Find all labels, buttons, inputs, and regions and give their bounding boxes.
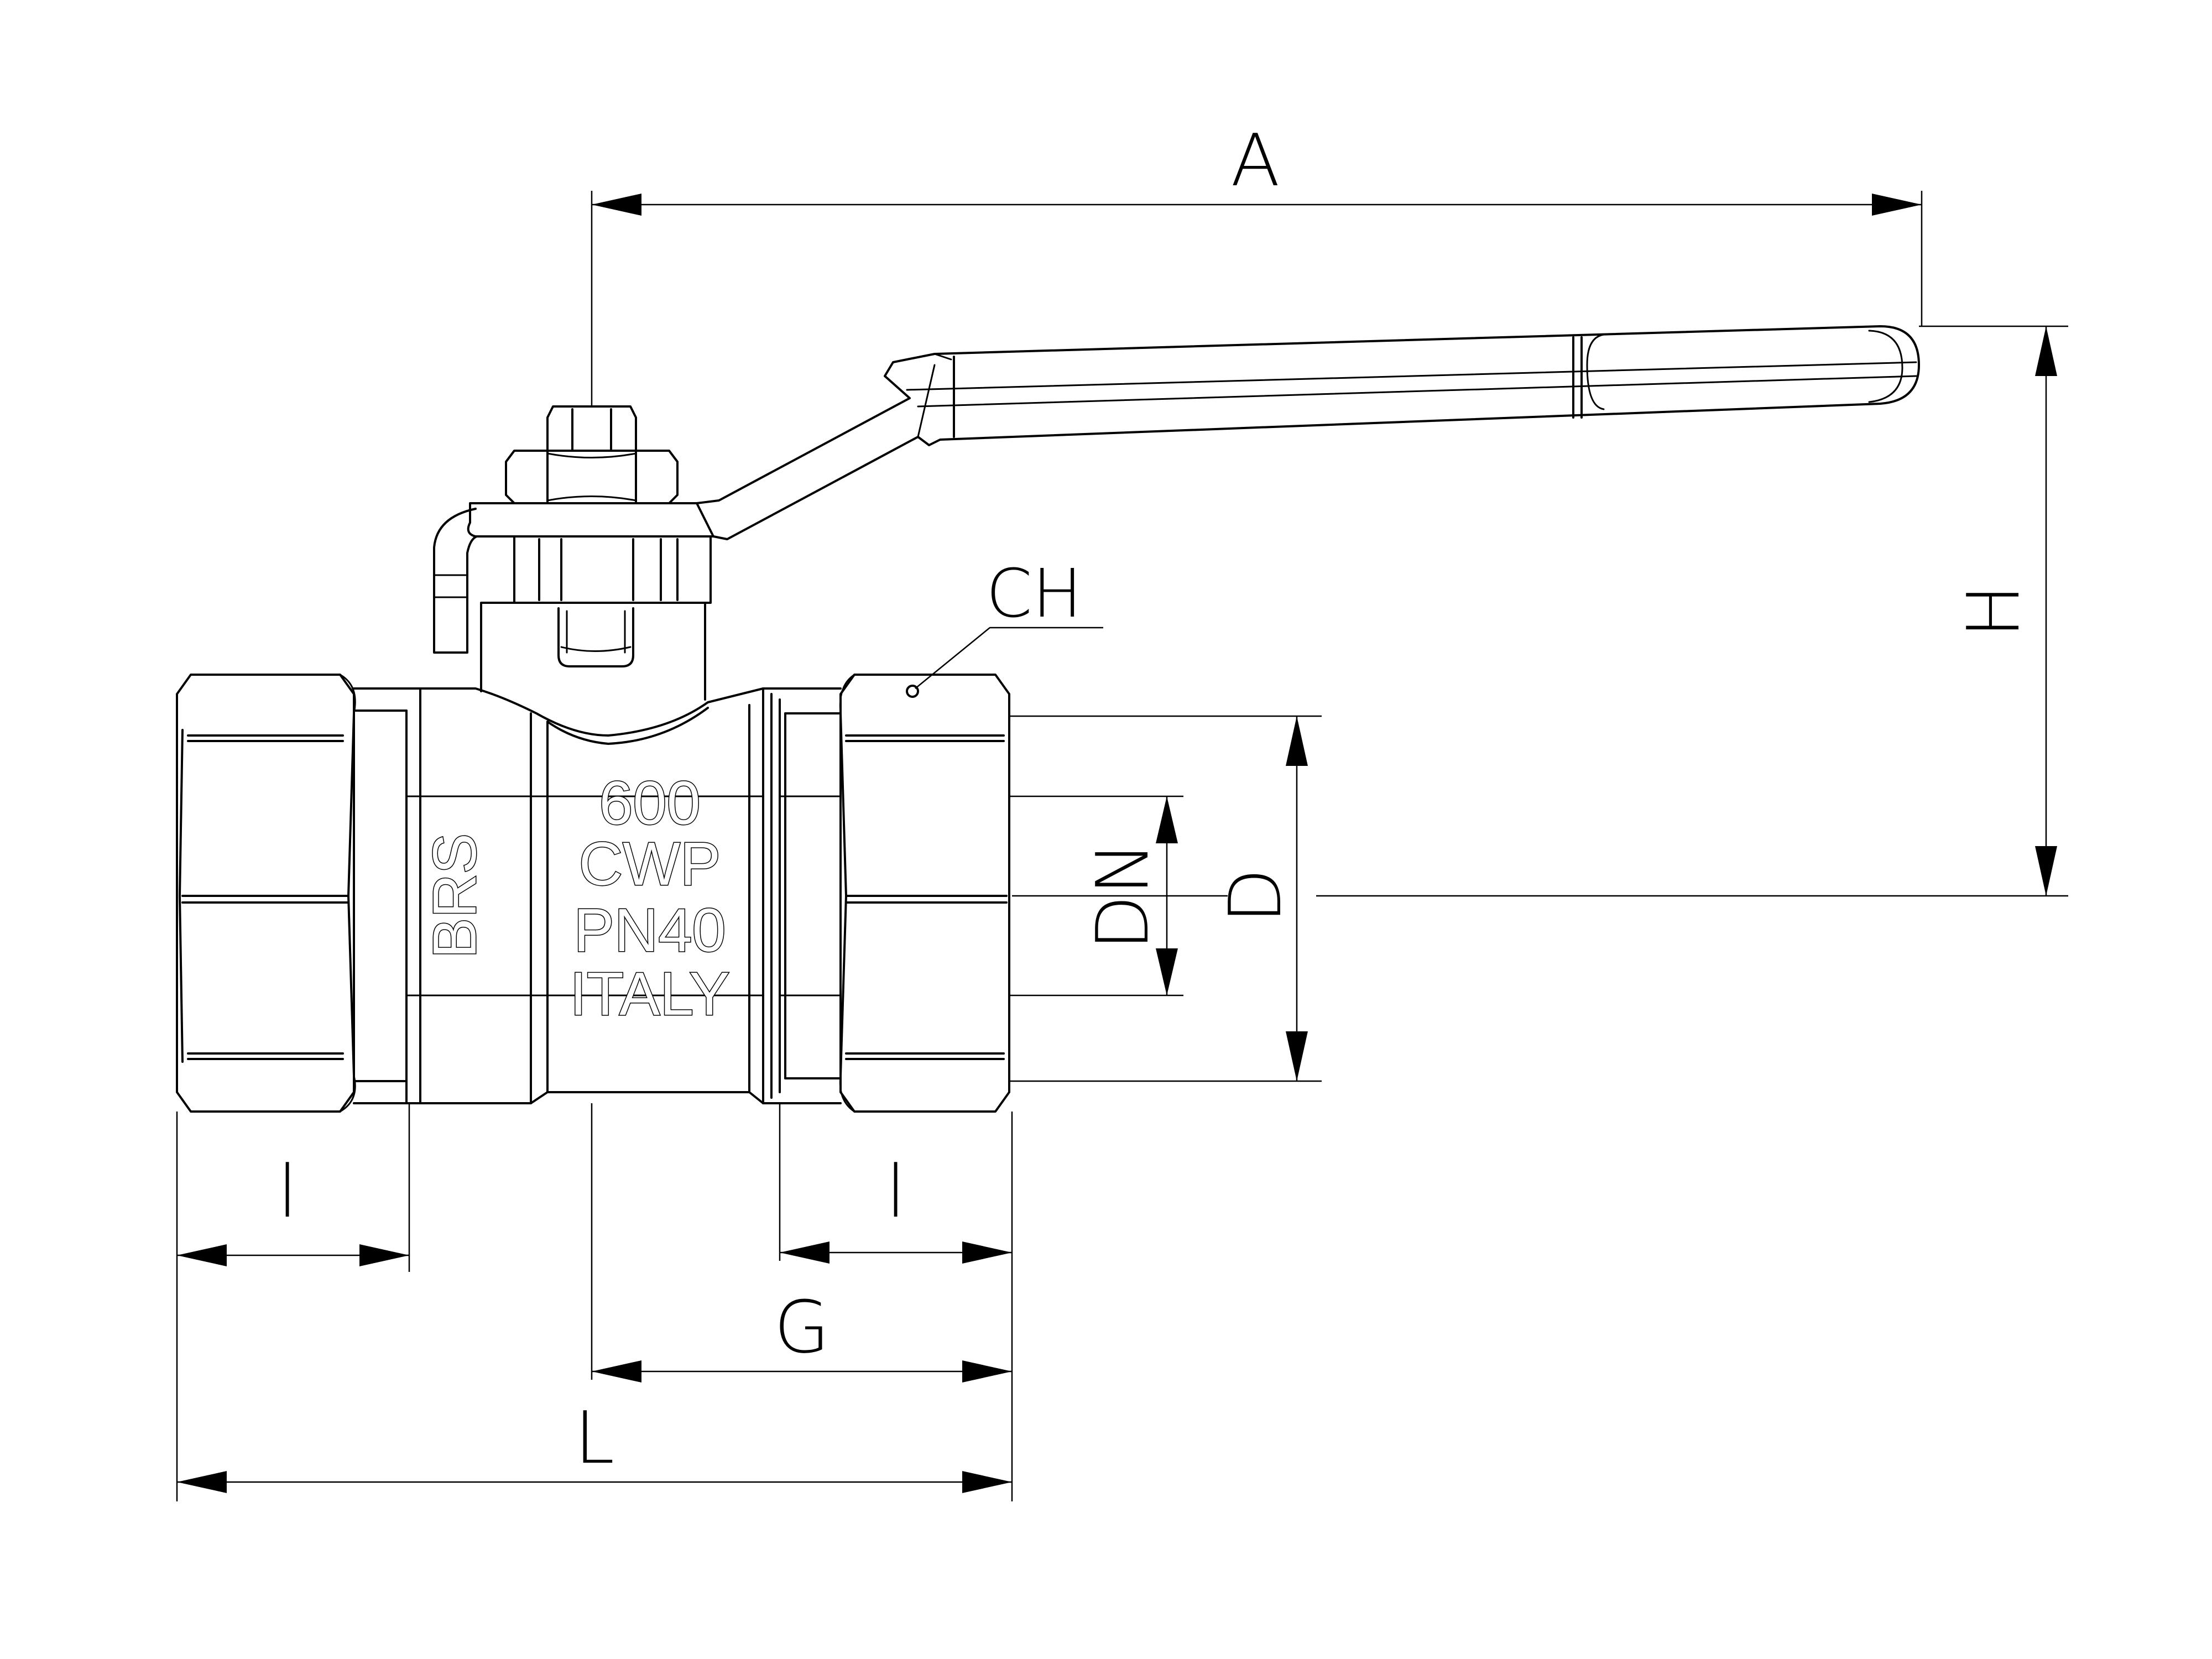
left-collar (353, 687, 421, 1104)
dimension-lines (176, 191, 2068, 1501)
marking-600: 600 (599, 769, 701, 837)
body-markings: 600 CWP PN40 ITALY BRS (420, 769, 731, 1029)
marking-italy: ITALY (570, 960, 729, 1028)
dim-label-l-right: l (886, 1150, 906, 1234)
dim-label-d: D (1213, 868, 1297, 924)
stem-assembly (433, 405, 714, 701)
marking-cwp: CWP (579, 830, 721, 898)
dimension-labels: A H CH DN D l l G L (278, 118, 2036, 1480)
marking-pn40: PN40 (573, 896, 726, 964)
right-collar (762, 687, 842, 1104)
right-hex-end (839, 674, 1010, 1113)
central-body (405, 687, 764, 1104)
dim-label-big-l: L (575, 1396, 614, 1480)
dim-label-a: A (1231, 118, 1280, 202)
valve-body (176, 674, 1010, 1113)
left-hex-end (176, 674, 356, 1113)
lever-handle (696, 325, 1920, 540)
dim-label-ch: CH (986, 556, 1082, 633)
dim-label-g: G (774, 1285, 830, 1369)
dim-label-l-left: l (278, 1150, 298, 1234)
marking-brs: BRS (421, 833, 489, 958)
dim-label-h: H (1952, 584, 2036, 638)
dim-label-dn: DN (1081, 841, 1165, 950)
ch-marker-dot (906, 685, 919, 698)
